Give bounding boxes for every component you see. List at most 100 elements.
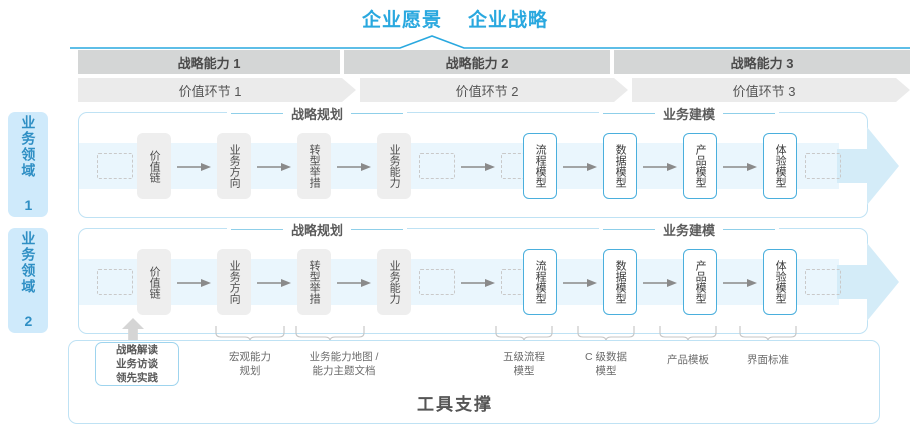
step-product-model-row1[interactable]: 产品模型 (683, 133, 717, 199)
capability-cell-3[interactable]: 战略能力 3 (614, 50, 910, 74)
value-link-label-2: 价值环节 2 (455, 83, 519, 99)
step-label: 业务能力 (388, 260, 401, 304)
step-label: 业务方向 (228, 260, 241, 304)
value-link-cell-3[interactable]: 价值环节 3 (632, 78, 910, 102)
step-product-model-row2[interactable]: 产品模型 (683, 249, 717, 315)
connector-arrow-icon (723, 279, 757, 287)
step-label: 业务能力 (388, 144, 401, 188)
connector-arrow-icon (461, 279, 495, 287)
vision-connector-line (70, 35, 910, 50)
capability-label-3: 战略能力 3 (730, 55, 794, 71)
step-label: 转型举措 (308, 144, 321, 188)
step-label: 价值链 (148, 149, 161, 183)
placeholder-rect-mid (419, 153, 455, 179)
domain-tab-2[interactable]: 业务领域 2 (8, 228, 48, 333)
step-value-chain-row2[interactable]: 价值链 (137, 249, 171, 315)
capability-label-2: 战略能力 2 (445, 55, 509, 71)
row-flow-arrow (837, 127, 899, 205)
step-label: 价值链 (148, 265, 161, 299)
capability-cell-2[interactable]: 战略能力 2 (344, 50, 610, 74)
tool-support-title: 工具支撑 (417, 395, 493, 414)
row-flow-arrow (837, 243, 899, 321)
rule-left-icon (603, 228, 655, 230)
vision-header: 企业愿景 企业战略 (0, 4, 910, 32)
step-label: 产品模型 (694, 144, 707, 188)
capability-cell-1[interactable]: 战略能力 1 (78, 50, 340, 74)
capability-label-1: 战略能力 1 (177, 55, 241, 71)
step-experience-model-row1[interactable]: 体验模型 (763, 133, 797, 199)
section-title-planning-row2: 战略规划 (227, 220, 408, 238)
rule-left-icon (231, 228, 283, 230)
step-value-chain-row1[interactable]: 价值链 (137, 133, 171, 199)
step-label: 转型举措 (308, 260, 321, 304)
rule-left-icon (603, 112, 655, 114)
step-business-direction-row1[interactable]: 业务方向 (217, 133, 251, 199)
value-link-cell-1[interactable]: 价值环节 1 (78, 78, 356, 102)
connector-arrow-icon (177, 163, 211, 171)
placeholder-rect-start (97, 269, 133, 295)
tool-support-container (68, 340, 880, 424)
tool-label-c-level-data: C 级数据 模型 (585, 351, 627, 378)
rule-right-icon (723, 228, 776, 230)
connector-arrow-icon (723, 163, 757, 171)
placeholder-rect-mid (419, 269, 455, 295)
connector-arrow-icon (563, 279, 597, 287)
step-label: 数据模型 (614, 144, 627, 188)
connector-arrow-icon (337, 279, 371, 287)
step-label: 产品模型 (694, 260, 707, 304)
step-data-model-row2[interactable]: 数据模型 (603, 249, 637, 315)
step-transformation-row1[interactable]: 转型举措 (297, 133, 331, 199)
placeholder-rect-end (805, 153, 841, 179)
step-label: 数据模型 (614, 260, 627, 304)
step-business-capability-row2[interactable]: 业务能力 (377, 249, 411, 315)
section-label: 业务建模 (663, 106, 716, 122)
domain-tab-label-2: 业务领域 2 (20, 230, 37, 331)
step-label: 流程模型 (534, 144, 547, 188)
tool-box-strategy-interpretation[interactable]: 战略解读 业务访谈 领先实践 (95, 342, 179, 386)
section-title-modeling-row2: 业务建模 (599, 220, 780, 238)
section-label: 战略规划 (291, 222, 344, 238)
vision-title-enterprise-vision: 企业愿景 (361, 9, 442, 31)
domain-tab-label-1: 业务领域 1 (20, 114, 37, 215)
step-label: 业务方向 (228, 144, 241, 188)
connector-arrow-icon (643, 279, 677, 287)
connector-arrow-icon (177, 279, 211, 287)
tool-label-ui-standard: 界面标准 (747, 354, 789, 366)
step-business-direction-row2[interactable]: 业务方向 (217, 249, 251, 315)
tool-label-macro-capability: 宏观能力 规划 (229, 351, 271, 378)
step-experience-model-row2[interactable]: 体验模型 (763, 249, 797, 315)
vision-title-enterprise-strategy: 企业战略 (468, 9, 549, 31)
section-title-planning-row1: 战略规划 (227, 104, 408, 122)
value-link-label-1: 价值环节 1 (178, 83, 242, 99)
rule-right-icon (723, 112, 776, 114)
step-label: 流程模型 (534, 260, 547, 304)
step-business-capability-row1[interactable]: 业务能力 (377, 133, 411, 199)
step-label: 体验模型 (774, 260, 787, 304)
step-process-model-row2[interactable]: 流程模型 (523, 249, 557, 315)
tool-label-capability-map: 业务能力地图 / 能力主题文档 (309, 351, 379, 378)
placeholder-rect-start (97, 153, 133, 179)
strategic-capability-row: 战略能力 1 战略能力 2 战略能力 3 (78, 50, 910, 74)
domain-row-1: 战略规划 业务建模 价值链 业务方向 转型举措 业务能力 (78, 104, 899, 218)
step-data-model-row1[interactable]: 数据模型 (603, 133, 637, 199)
placeholder-rect-end (805, 269, 841, 295)
rule-right-icon (351, 228, 404, 230)
section-title-modeling-row1: 业务建模 (599, 104, 780, 122)
rule-left-icon (231, 112, 283, 114)
domain-row-2: 战略规划 业务建模 价值链 业务方向 转型举措 业务能力 (78, 220, 899, 334)
connector-arrow-icon (257, 163, 291, 171)
step-transformation-row2[interactable]: 转型举措 (297, 249, 331, 315)
connector-arrow-icon (461, 163, 495, 171)
rule-right-icon (351, 112, 404, 114)
section-label: 业务建模 (663, 222, 716, 238)
step-label: 体验模型 (774, 144, 787, 188)
value-link-row: 价值环节 1 价值环节 2 价值环节 3 (78, 78, 910, 102)
tool-label-five-level-process: 五级流程 模型 (503, 351, 545, 378)
value-link-label-3: 价值环节 3 (732, 83, 796, 99)
connector-arrow-icon (257, 279, 291, 287)
step-process-model-row1[interactable]: 流程模型 (523, 133, 557, 199)
tool-label-product-template: 产品模板 (667, 354, 709, 366)
value-link-cell-2[interactable]: 价值环节 2 (360, 78, 628, 102)
domain-tab-1[interactable]: 业务领域 1 (8, 112, 48, 217)
